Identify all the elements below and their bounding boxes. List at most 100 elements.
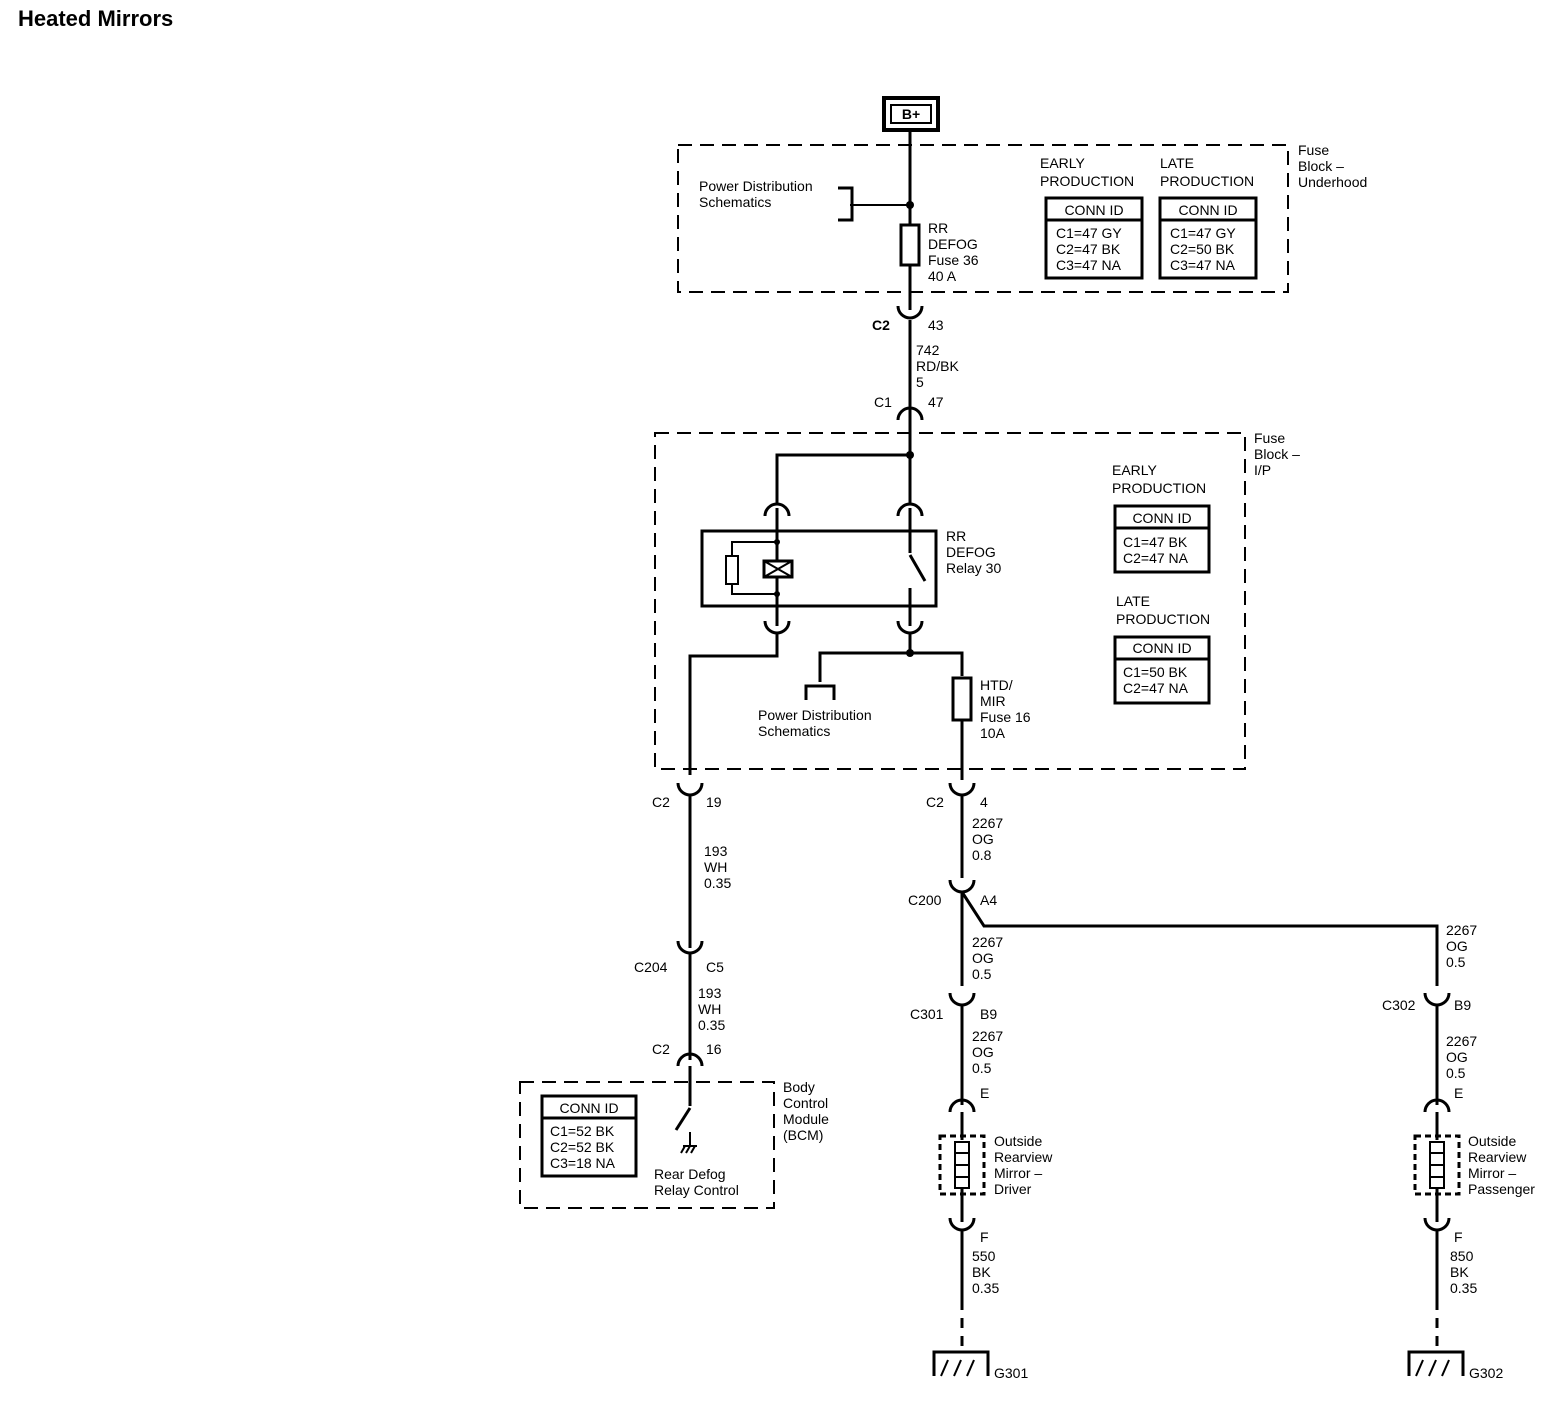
svg-text:Fuse: Fuse: [1254, 430, 1285, 446]
svg-text:DEFOG: DEFOG: [928, 236, 978, 252]
svg-text:C1=47 BK: C1=47 BK: [1123, 534, 1188, 550]
svg-text:Outside: Outside: [994, 1133, 1042, 1149]
svg-text:Mirror –: Mirror –: [1468, 1165, 1516, 1181]
bcm-name: Body Control Module (BCM): [783, 1079, 829, 1143]
connector-c301-pin: B9: [980, 1006, 997, 1022]
driver-mirror-label: Outside Rearview Mirror – Driver: [994, 1133, 1053, 1197]
svg-text:Rear Defog: Rear Defog: [654, 1166, 726, 1182]
svg-text:RR: RR: [946, 528, 966, 544]
connector-c1-label: C1: [874, 394, 892, 410]
svg-text:C2=52 BK: C2=52 BK: [550, 1139, 615, 1155]
connector-c2-16-pin: 16: [706, 1041, 722, 1057]
passenger-mirror-heater-symbol: [1413, 1112, 1461, 1222]
fuse-block-underhood-name: Fuse Block – Underhood: [1298, 142, 1367, 190]
svg-text:2267: 2267: [972, 815, 1003, 831]
svg-text:DEFOG: DEFOG: [946, 544, 996, 560]
connector-c2-16-label: C2: [652, 1041, 670, 1057]
ground-g302-symbol: [1407, 1350, 1465, 1377]
svg-text:OG: OG: [1446, 938, 1468, 954]
svg-text:850: 850: [1450, 1248, 1474, 1264]
passenger-wire-2267-lower-label: 2267 OG 0.5: [1446, 1033, 1477, 1081]
svg-text:LATE: LATE: [1116, 593, 1150, 609]
connector-c301-label: C301: [910, 1006, 944, 1022]
svg-text:Mirror –: Mirror –: [994, 1165, 1042, 1181]
connector-c2-4-pin: 4: [980, 794, 988, 810]
driver-pin-f-label: F: [980, 1229, 989, 1245]
svg-text:Relay Control: Relay Control: [654, 1182, 739, 1198]
connector-c2-19: [676, 782, 704, 797]
power-distribution-reference-upper: Power Distribution Schematics: [699, 178, 813, 210]
wire-742-label: 742 RD/BK 5: [916, 342, 959, 390]
svg-text:0.5: 0.5: [1446, 954, 1466, 970]
svg-text:Power Distribution: Power Distribution: [699, 178, 813, 194]
svg-text:5: 5: [916, 374, 924, 390]
svg-text:Power Distribution: Power Distribution: [758, 707, 872, 723]
svg-text:C1=50 BK: C1=50 BK: [1123, 664, 1188, 680]
relay-control-wire: [688, 633, 779, 775]
svg-text:RR: RR: [928, 220, 948, 236]
svg-text:WH: WH: [704, 859, 727, 875]
svg-text:193: 193: [704, 843, 728, 859]
passenger-ground-wire-label: 850 BK 0.35: [1450, 1248, 1477, 1296]
connector-c2-19-label: C2: [652, 794, 670, 810]
rear-defog-relay-control-switch: [674, 1066, 697, 1154]
connector-c200-label: C200: [908, 892, 942, 908]
svg-text:CONN ID: CONN ID: [1132, 640, 1191, 656]
svg-text:2267: 2267: [972, 1028, 1003, 1044]
svg-text:0.5: 0.5: [1446, 1065, 1466, 1081]
connector-c301-b9: [948, 992, 976, 1007]
svg-text:PRODUCTION: PRODUCTION: [1160, 173, 1254, 189]
connector-c1-pin: 47: [928, 394, 944, 410]
svg-text:EARLY: EARLY: [1040, 155, 1086, 171]
svg-text:EARLY: EARLY: [1112, 462, 1158, 478]
svg-text:OG: OG: [1446, 1049, 1468, 1065]
svg-text:Fuse: Fuse: [1298, 142, 1329, 158]
bcm-boundary: [519, 1081, 775, 1209]
svg-text:0.5: 0.5: [972, 966, 992, 982]
svg-text:MIR: MIR: [980, 693, 1006, 709]
connector-c302-label: C302: [1382, 997, 1416, 1013]
ip-early-production-table: EARLY PRODUCTION CONN ID C1=47 BK C2=47 …: [1112, 462, 1211, 574]
svg-text:Block –: Block –: [1254, 446, 1300, 462]
svg-text:WH: WH: [698, 1001, 721, 1017]
passenger-pin-f-label: F: [1454, 1229, 1463, 1245]
svg-text:C1=47 GY: C1=47 GY: [1170, 225, 1236, 241]
svg-text:C2=47 NA: C2=47 NA: [1123, 550, 1189, 566]
svg-text:0.35: 0.35: [704, 875, 731, 891]
svg-text:BK: BK: [972, 1264, 991, 1280]
svg-text:Block –: Block –: [1298, 158, 1344, 174]
svg-text:Schematics: Schematics: [758, 723, 830, 739]
b-plus-label: B+: [902, 106, 920, 122]
driver-wire-2267-label: 2267 OG 0.5: [972, 934, 1003, 982]
svg-text:C3=47 NA: C3=47 NA: [1056, 257, 1122, 273]
connector-c2-43: [896, 305, 924, 320]
wire-193-upper-label: 193 WH 0.35: [704, 843, 731, 891]
passenger-pin-e-label: E: [1454, 1085, 1463, 1101]
connector-c204-label: C204: [634, 959, 668, 975]
underhood-late-production-table: LATE PRODUCTION CONN ID C1=47 GY C2=50 B…: [1158, 155, 1258, 280]
svg-text:OG: OG: [972, 1044, 994, 1060]
ip-late-production-table: LATE PRODUCTION CONN ID C1=50 BK C2=47 N…: [1113, 593, 1211, 705]
ground-g302-label: G302: [1469, 1365, 1503, 1381]
connector-c2-pin: 43: [928, 317, 944, 333]
svg-text:PRODUCTION: PRODUCTION: [1112, 480, 1206, 496]
connector-c2-label: C2: [872, 317, 890, 333]
passenger-mirror-label: Outside Rearview Mirror – Passenger: [1468, 1133, 1535, 1197]
svg-text:40 A: 40 A: [928, 268, 957, 284]
svg-text:C1=47 GY: C1=47 GY: [1056, 225, 1122, 241]
connector-c2-16: [676, 1052, 704, 1067]
svg-text:Rearview: Rearview: [994, 1149, 1053, 1165]
svg-text:Driver: Driver: [994, 1181, 1032, 1197]
driver-pin-e-connector: [948, 1098, 976, 1113]
svg-text:C2=47 NA: C2=47 NA: [1123, 680, 1189, 696]
fuse-block-ip-boundary: [654, 432, 1246, 770]
underhood-early-production-table: EARLY PRODUCTION CONN ID C1=47 GY C2=47 …: [1040, 155, 1144, 280]
svg-text:BK: BK: [1450, 1264, 1469, 1280]
driver-ground-wire-label: 550 BK 0.35: [972, 1248, 999, 1296]
svg-text:PRODUCTION: PRODUCTION: [1116, 611, 1210, 627]
svg-text:C3=18 NA: C3=18 NA: [550, 1155, 616, 1171]
svg-text:Fuse 36: Fuse 36: [928, 252, 979, 268]
svg-text:2267: 2267: [1446, 922, 1477, 938]
svg-text:0.35: 0.35: [972, 1280, 999, 1296]
connector-c200-pin: A4: [980, 892, 997, 908]
